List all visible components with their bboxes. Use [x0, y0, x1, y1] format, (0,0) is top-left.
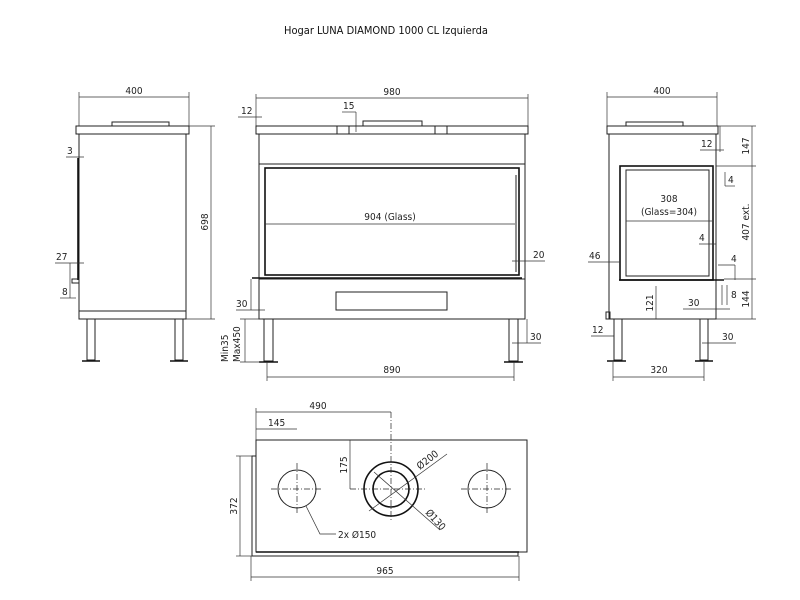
- dim-leg-span: 890: [383, 365, 400, 376]
- dim-20: 20: [533, 250, 545, 261]
- dim-width: 400: [653, 86, 670, 97]
- dim-12: 12: [701, 139, 712, 150]
- dim-30a: 30: [688, 298, 700, 309]
- dim-8: 8: [731, 290, 737, 301]
- dim-glass-depth: (Glass=304): [641, 207, 697, 218]
- right-side-view: 400 308 (Glass=304) 4 12 4 4 147 407 ext…: [588, 86, 756, 381]
- dim-147: 147: [741, 137, 752, 154]
- dim-121: 121: [645, 294, 656, 311]
- dim-372: 372: [229, 497, 240, 514]
- dim-leg-max: Max450: [232, 326, 243, 362]
- dim-30: 30: [236, 299, 248, 310]
- dim-dia200: Ø200: [414, 448, 441, 473]
- dim-30b: 30: [722, 332, 734, 343]
- dim-leg-span: 320: [650, 365, 667, 376]
- dim-glass-width: 904 (Glass): [364, 212, 415, 223]
- dim-27: 27: [56, 252, 67, 263]
- dim-4c: 4: [731, 254, 737, 265]
- dim-490: 490: [309, 401, 326, 412]
- dim-leg-offset: 30: [530, 332, 542, 343]
- dim-depth: 308: [660, 194, 677, 205]
- dim-3: 3: [67, 146, 73, 157]
- dim-145: 145: [268, 418, 285, 429]
- front-view: 980 12 15 904 (Glass) 20 30 Min35 Max450…: [220, 87, 545, 381]
- dio-dia130: Ø130: [423, 507, 448, 533]
- dim-175: 175: [339, 456, 350, 473]
- dim-144: 144: [741, 290, 752, 307]
- dim-965: 965: [376, 566, 393, 577]
- dim-leg-min: Min35: [220, 335, 231, 362]
- dim-46: 46: [589, 251, 601, 262]
- dim-height: 698: [200, 213, 211, 230]
- dim-15: 15: [343, 101, 354, 112]
- dim-4b: 4: [699, 233, 705, 244]
- dim-4a: 4: [728, 175, 734, 186]
- dim-8: 8: [62, 287, 68, 298]
- left-side-view: 400 698 3 27 8: [55, 86, 215, 362]
- dim-12: 12: [241, 106, 252, 117]
- dim-12b: 12: [592, 325, 603, 336]
- dim-dia150: 2x Ø150: [338, 529, 376, 541]
- dim-407-ext: 407 ext.: [741, 203, 752, 240]
- top-view: 490 145 175 Ø200 Ø130 2x Ø150 372 965: [229, 401, 528, 581]
- drawing-title: Hogar LUNA DIAMOND 1000 CL Izquierda: [284, 24, 488, 37]
- dim-width: 400: [125, 86, 142, 97]
- dim-width: 980: [383, 87, 400, 98]
